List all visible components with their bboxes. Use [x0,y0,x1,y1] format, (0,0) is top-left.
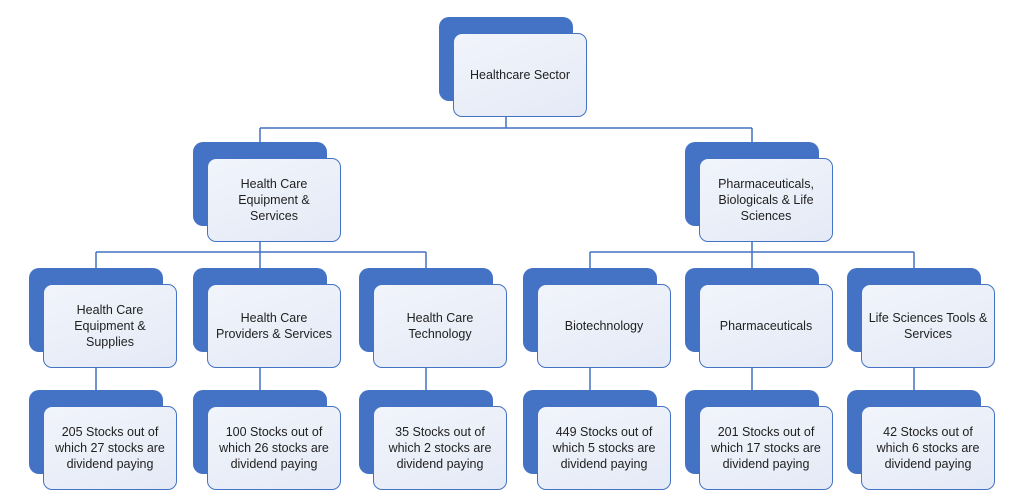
node-card: Health Care Technology [373,284,507,368]
node-health-care-providers-services: Health Care Providers & Services [193,268,341,368]
stats-label: 201 Stocks out of which 17 stocks are di… [711,425,821,471]
node-card: Biotechnology [537,284,671,368]
node-card: Health Care Equipment & Supplies [43,284,177,368]
node-card: 35 Stocks out of which 2 stocks are divi… [373,406,507,490]
stats-label: 35 Stocks out of which 2 stocks are divi… [388,425,492,471]
node-stats-providers-services: 100 Stocks out of which 26 stocks are di… [193,390,341,490]
node-card: 42 Stocks out of which 6 stocks are divi… [861,406,995,490]
node-healthcare-sector: Healthcare Sector [439,17,587,117]
stats-label: 205 Stocks out of which 27 stocks are di… [55,425,165,471]
node-card: Health Care Equipment & Services [207,158,341,242]
node-health-care-equipment-services: Health Care Equipment & Services [193,142,341,242]
node-health-care-equipment-supplies: Health Care Equipment & Supplies [29,268,177,368]
node-label: Healthcare Sector [469,68,571,82]
node-card: 201 Stocks out of which 17 stocks are di… [699,406,833,490]
stats-label: 42 Stocks out of which 6 stocks are divi… [876,425,980,471]
node-stats-pharmaceuticals: 201 Stocks out of which 17 stocks are di… [685,390,833,490]
node-life-sciences-tools-services: Life Sciences Tools & Services [847,268,995,368]
node-label: Health Care Equipment & Services [238,177,310,223]
node-label: Health Care Equipment & Supplies [74,303,146,349]
node-card: Pharmaceuticals [699,284,833,368]
node-pharmaceuticals: Pharmaceuticals [685,268,833,368]
connector-industries-to-stats [95,355,915,410]
node-pharmaceuticals-biologicals-life-sciences: Pharmaceuticals, Biologicals & Life Scie… [685,142,833,242]
node-card: Pharmaceuticals, Biologicals & Life Scie… [699,158,833,242]
node-card: 205 Stocks out of which 27 stocks are di… [43,406,177,490]
node-stats-technology: 35 Stocks out of which 2 stocks are divi… [359,390,507,490]
node-card: 449 Stocks out of which 5 stocks are div… [537,406,671,490]
node-label: Health Care Technology [406,311,474,341]
node-label: Biotechnology [564,319,644,333]
node-health-care-technology: Health Care Technology [359,268,507,368]
node-card: Life Sciences Tools & Services [861,284,995,368]
node-card: 100 Stocks out of which 26 stocks are di… [207,406,341,490]
node-label: Life Sciences Tools & Services [868,311,988,341]
node-label: Pharmaceuticals, Biologicals & Life Scie… [718,177,814,223]
node-card: Health Care Providers & Services [207,284,341,368]
node-biotechnology: Biotechnology [523,268,671,368]
node-stats-equipment-supplies: 205 Stocks out of which 27 stocks are di… [29,390,177,490]
stats-label: 100 Stocks out of which 26 stocks are di… [219,425,329,471]
node-card: Healthcare Sector [453,33,587,117]
node-label: Pharmaceuticals [719,319,813,333]
stats-label: 449 Stocks out of which 5 stocks are div… [552,425,656,471]
node-stats-biotechnology: 449 Stocks out of which 5 stocks are div… [523,390,671,490]
node-label: Health Care Providers & Services [215,311,332,341]
node-stats-life-sciences-tools: 42 Stocks out of which 6 stocks are divi… [847,390,995,490]
